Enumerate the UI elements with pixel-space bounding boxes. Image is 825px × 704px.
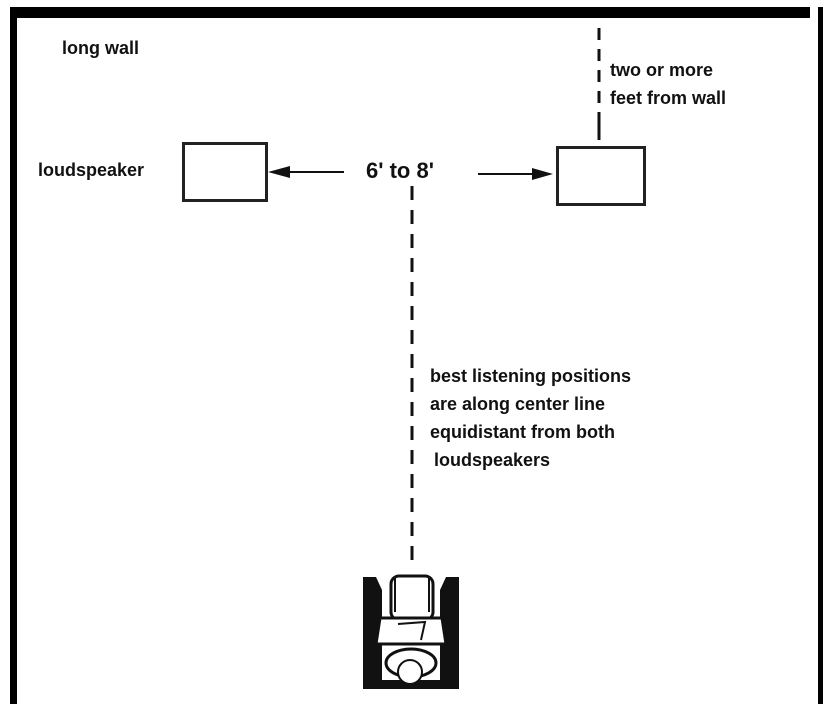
listener-chair-icon bbox=[363, 574, 459, 689]
right-arrow-head-icon bbox=[532, 168, 553, 180]
wall-distance-line-1: two or more bbox=[610, 60, 714, 80]
long-wall-label: long wall bbox=[62, 38, 140, 58]
left-wall bbox=[10, 10, 17, 704]
spacing-label: 6' to 8' bbox=[366, 158, 434, 183]
wall-distance-line-2: feet from wall bbox=[610, 88, 727, 108]
best-positions-line-4: loudspeakers bbox=[434, 450, 551, 470]
right-wall bbox=[818, 7, 823, 704]
left-arrow-head-icon bbox=[268, 166, 290, 178]
top-wall bbox=[10, 7, 810, 18]
left-loudspeaker bbox=[182, 142, 268, 202]
wall-distance-label: two or more feet from wall bbox=[610, 56, 726, 112]
best-positions-line-3: equidistant from both bbox=[430, 422, 615, 442]
best-positions-line-2: are along center line bbox=[430, 394, 606, 414]
loudspeaker-label: loudspeaker bbox=[38, 160, 145, 180]
best-positions-line-1: best listening positions bbox=[430, 366, 632, 386]
best-positions-label: best listening positions are along cente… bbox=[430, 362, 631, 474]
right-loudspeaker bbox=[556, 146, 646, 206]
